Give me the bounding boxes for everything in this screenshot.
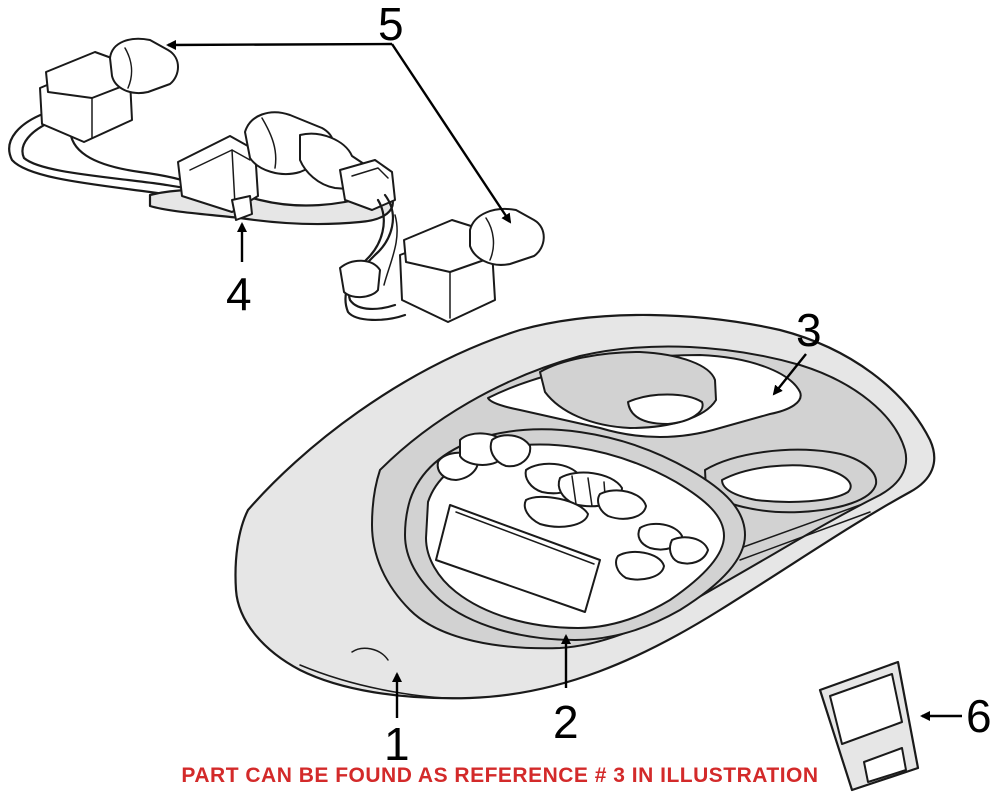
small-part-6 [818,660,920,792]
arrow-3 [772,353,807,396]
callout-2: 2 [553,696,579,748]
callout-6: 6 [966,690,992,742]
reference-caption: PART CAN BE FOUND AS REFERENCE # 3 IN IL… [181,764,819,787]
callout-3: 3 [796,304,822,356]
overhead-console [234,313,936,700]
bulb-socket-lower [339,208,545,323]
callout-labels: 5 4 3 2 1 6 [226,0,992,770]
arrow-5a [166,39,393,50]
callout-5: 5 [378,0,404,50]
callout-1: 1 [384,718,410,770]
arrow-5b [390,43,512,224]
wiring-harness [8,110,407,321]
bulb-socket-upper [39,37,179,143]
callout-4: 4 [226,268,252,320]
leader-arrows [166,39,962,721]
